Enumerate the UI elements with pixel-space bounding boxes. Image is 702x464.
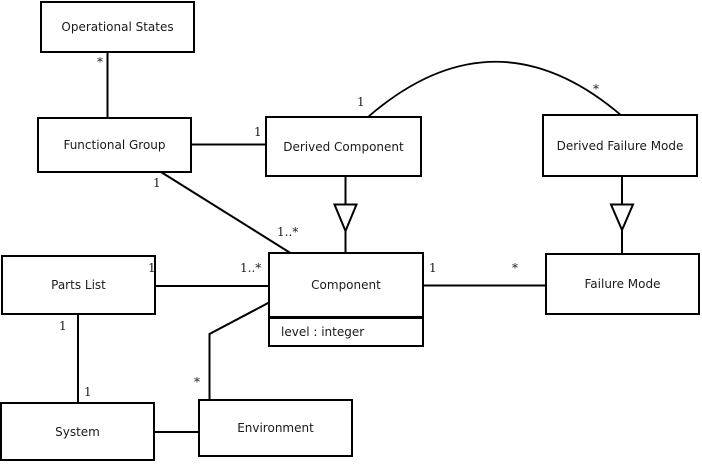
multiplicity-arc-derived-failure-mode-end: *	[593, 82, 599, 96]
class-name-failure-mode: Failure Mode	[584, 277, 661, 291]
multiplicity-system-end: 1	[84, 385, 92, 399]
multiplicity-environment-end: *	[194, 375, 200, 389]
multiplicity-component-from-functional-group-end: 1..*	[277, 225, 299, 239]
class-box-system[interactable]: System	[0, 402, 155, 461]
association-arc-derived-component-derived-failure-mode	[367, 60, 623, 118]
class-name-parts-list: Parts List	[51, 278, 106, 292]
class-box-operational-states[interactable]: Operational States	[40, 1, 195, 53]
multiplicity-arc-derived-component-end: 1	[357, 95, 365, 109]
class-box-environment[interactable]: Environment	[198, 399, 353, 457]
class-box-component[interactable]: Component level : integer	[268, 252, 424, 347]
component-attribute-compartment: level : integer	[270, 319, 422, 345]
component-name-compartment: Component	[270, 254, 422, 319]
component-attribute-level: level : integer	[281, 325, 365, 339]
association-line-component-environment	[208, 301, 271, 400]
class-box-failure-mode[interactable]: Failure Mode	[545, 253, 700, 315]
class-box-functional-group[interactable]: Functional Group	[37, 117, 192, 173]
multiplicity-parts-list-end: 1	[148, 261, 156, 275]
multiplicity-functional-group-end: 1	[153, 176, 161, 190]
multiplicity-failure-mode-end: *	[512, 261, 518, 275]
multiplicity-component-to-failure-mode-end: 1	[429, 261, 437, 275]
class-name-derived-component: Derived Component	[283, 139, 404, 154]
class-name-system: System	[55, 424, 100, 439]
multiplicity-parts-list-to-system-end: 1	[59, 319, 67, 333]
class-name-component: Component	[311, 278, 381, 292]
class-box-derived-component[interactable]: Derived Component	[265, 116, 422, 177]
class-box-parts-list[interactable]: Parts List	[1, 255, 156, 315]
association-line-functional-group-component	[160, 171, 293, 255]
generalization-triangle-icon	[609, 203, 635, 233]
class-box-derived-failure-mode[interactable]: Derived Failure Mode	[542, 114, 698, 177]
multiplicity-component-from-parts-list-end: 1..*	[240, 261, 262, 275]
class-name-environment: Environment	[237, 421, 314, 435]
multiplicity-derived-component-left-end: 1	[254, 125, 262, 139]
generalization-triangle-icon	[333, 203, 358, 234]
multiplicity-operational-states-end: *	[97, 55, 103, 69]
class-name-derived-failure-mode: Derived Failure Mode	[556, 138, 684, 153]
class-name-functional-group: Functional Group	[63, 138, 166, 152]
class-name-operational-states: Operational States	[61, 20, 174, 34]
